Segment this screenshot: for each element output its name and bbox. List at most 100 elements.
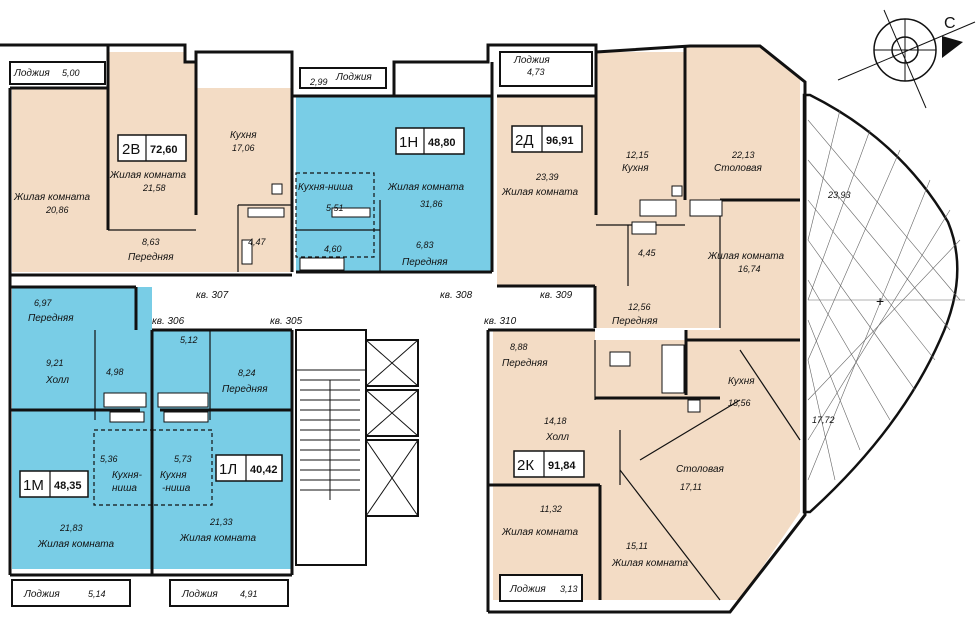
loggia-305-label: Лоджия [181,589,218,600]
room-307-kitchen-name: Кухня [230,130,257,141]
apartment-2k-fill [493,330,800,600]
room-306-bath-area: 4,98 [106,367,124,377]
room-310-front-name: Передняя [502,358,548,369]
room-305-front-name: Передняя [222,384,268,395]
fixtures [103,183,723,423]
room-308-hall-area: 6,83 [416,240,434,250]
room-306-living-name: Жилая комната [37,539,114,550]
room-309-living2-area: 16,74 [738,264,761,274]
apt-1n-code: 1Н [399,134,418,151]
room-305-front-area: 8,24 [238,368,256,378]
terrace: 23,93 17,72 + [802,93,965,514]
room-307-bath-area: 4,47 [248,237,267,247]
room-308-living-name: Жилая комната [387,182,464,193]
room-307-hall-name: Передняя [128,252,174,263]
walls [0,43,807,614]
loggia-305-area: 4,91 [240,589,258,599]
room-310-dining-area: 17,11 [680,482,702,492]
room-305-niche-area: 5,73 [174,454,192,464]
loggia-306-label: Лоджия [23,589,60,600]
compass-label: С [944,15,956,32]
apartment-1m-fill [12,287,152,569]
terrace-area-top: 23,93 [827,190,851,200]
room-307-living1-area: 20,86 [45,205,69,215]
apartment-1l-fill [152,330,292,569]
room-306-niche-area: 5,36 [100,454,118,464]
apt-badge-1m: 1М 48,35 [19,470,89,498]
room-309-dining-area: 22,13 [731,150,755,160]
room-308-niche-name: Кухня-ниша [298,182,353,193]
room-309-living-name: Жилая комната [501,187,578,198]
apt-1l-area: 40,42 [250,464,278,476]
apt-2k-code: 2К [517,457,534,474]
building-core [295,329,419,566]
unit-tag-310: кв. 310 [484,316,517,327]
apt-2d-area: 96,91 [546,135,574,147]
room-310-living1-name: Жилая комната [501,527,578,538]
room-309-kitchen-area: 12,15 [626,150,650,160]
room-305-niche-name-1: Кухня [160,470,187,481]
loggia-306-area: 5,14 [88,589,106,599]
apartment-2v-fill [12,52,292,272]
room-307-kitchen-area: 17,06 [232,143,255,153]
room-306-front-name: Передняя [28,313,74,324]
room-310-living2-area: 15,11 [626,541,648,551]
room-310-dining-name: Столовая [676,464,725,475]
room-307-living2-area: 21,58 [142,183,166,193]
apt-1m-code: 1М [23,477,44,494]
apartment-1n-fill [296,96,492,272]
room-310-kitchen-area: 18,56 [728,398,751,408]
apt-badge-2d: 2Д 96,91 [511,125,583,153]
terrace-area-bottom: 17,72 [812,415,835,425]
svg-text:+: + [876,293,884,309]
unit-tag-305: кв. 305 [270,316,303,327]
room-307-living2-name: Жилая комната [109,170,186,181]
room-309-living2-name: Жилая комната [707,251,784,262]
loggia-308-label: Лоджия [335,72,372,83]
apt-badge-1n: 1Н 48,80 [395,127,465,155]
room-308-bath-area: 4,60 [324,244,342,254]
room-309-living-area: 23,39 [535,172,559,182]
room-309-dining-name: Столовая [714,163,763,174]
room-309-hall-area: 12,56 [628,302,651,312]
unit-tag-308: кв. 308 [440,290,473,301]
room-305-living-area: 21,33 [209,517,233,527]
room-310-hall-area: 14,18 [544,416,567,426]
room-310-front-area: 8,88 [510,342,528,352]
room-310-hall-name: Холл [545,432,569,443]
apt-badge-2k: 2К 91,84 [513,450,585,478]
room-306-niche-name-1: Кухня- [112,470,143,481]
apt-1m-area: 48,35 [54,480,82,492]
apt-1l-code: 1Л [219,461,237,478]
unit-tag-307: кв. 307 [196,290,229,301]
partitions [93,172,801,601]
loggia-307-label: Лоджия [13,68,50,79]
bottom-loggias [11,574,583,607]
top-loggias [9,51,593,89]
loggia-309-area: 4,73 [527,67,545,77]
room-310-kitchen-name: Кухня [728,376,755,387]
apt-2k-area: 91,84 [548,460,576,472]
loggia-307-area: 5,00 [62,68,80,78]
apt-badge-2v: 2В 72,60 [117,134,187,162]
room-307-living1-name: Жилая комната [13,192,90,203]
room-308-niche-area: 5,51 [326,203,344,213]
room-310-living2-name: Жилая комната [611,558,688,569]
room-305-bath-area: 5,12 [180,335,198,345]
unit-tag-306: кв. 306 [152,316,185,327]
room-306-hall-name: Холл [45,375,69,386]
apt-1n-area: 48,80 [428,137,456,149]
apartment-fills [12,46,800,600]
room-308-living-area: 31,86 [420,199,443,209]
room-310-living1-area: 11,32 [540,504,562,514]
room-306-hall-area: 9,21 [46,358,64,368]
apt-badge-1l: 1Л 40,42 [215,454,283,482]
apt-2v-area: 72,60 [150,144,178,156]
room-309-hall-name: Передняя [612,316,658,327]
room-309-kitchen-name: Кухня [622,163,649,174]
room-307-hall-area: 8,63 [142,237,160,247]
loggia-309-label: Лоджия [513,55,550,66]
room-306-niche-name-2: ниша [112,483,137,494]
loggia-310-label: Лоджия [509,584,546,595]
